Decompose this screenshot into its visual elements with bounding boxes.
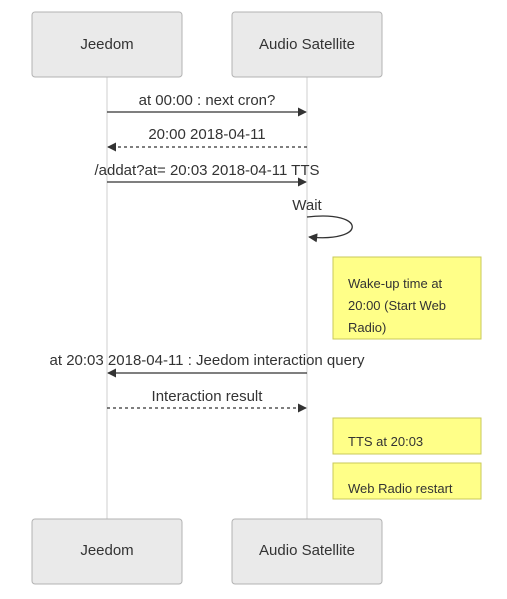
note-line: Wake-up time at [348, 276, 443, 291]
note-wake-up: Wake-up time at 20:00 (Start Web Radio) [332, 256, 482, 340]
note-line: Web Radio restart [348, 481, 453, 496]
actor-label: Jeedom [80, 542, 133, 559]
actor-jeedom-top: Jeedom [31, 11, 183, 78]
message-cron-reply: 20:00 2018-04-11 [107, 126, 307, 152]
message-wait: Wait [292, 197, 353, 243]
note-line: Radio) [348, 320, 386, 335]
actor-label: Jeedom [80, 36, 133, 53]
message-addat: /addat?at= 20:03 2018-04-11 TTS [94, 162, 320, 187]
message-label: /addat?at= 20:03 2018-04-11 TTS [94, 162, 319, 179]
actor-audio-satellite-bottom: Audio Satellite [231, 518, 383, 585]
self-loop-arrow [306, 215, 353, 243]
message-interaction-result: Interaction result [107, 388, 307, 413]
message-label: 20:00 2018-04-11 [148, 126, 265, 143]
actor-label: Audio Satellite [259, 36, 355, 53]
note-web-radio-restart: Web Radio restart [332, 462, 482, 500]
note-line: 20:00 (Start Web [348, 298, 446, 313]
message-interaction-query: at 20:03 2018-04-11 : Jeedom interaction… [50, 352, 365, 378]
actor-audio-satellite-top: Audio Satellite [231, 11, 383, 78]
message-label: Interaction result [152, 388, 264, 405]
message-label: at 00:00 : next cron? [139, 92, 276, 109]
actor-jeedom-bottom: Jeedom [31, 518, 183, 585]
message-next-cron: at 00:00 : next cron? [107, 92, 307, 117]
note-line: TTS at 20:03 [348, 434, 423, 449]
message-label: Wait [292, 197, 322, 214]
actor-label: Audio Satellite [259, 542, 355, 559]
message-label: at 20:03 2018-04-11 : Jeedom interaction… [50, 352, 365, 369]
note-tts: TTS at 20:03 [332, 417, 482, 455]
